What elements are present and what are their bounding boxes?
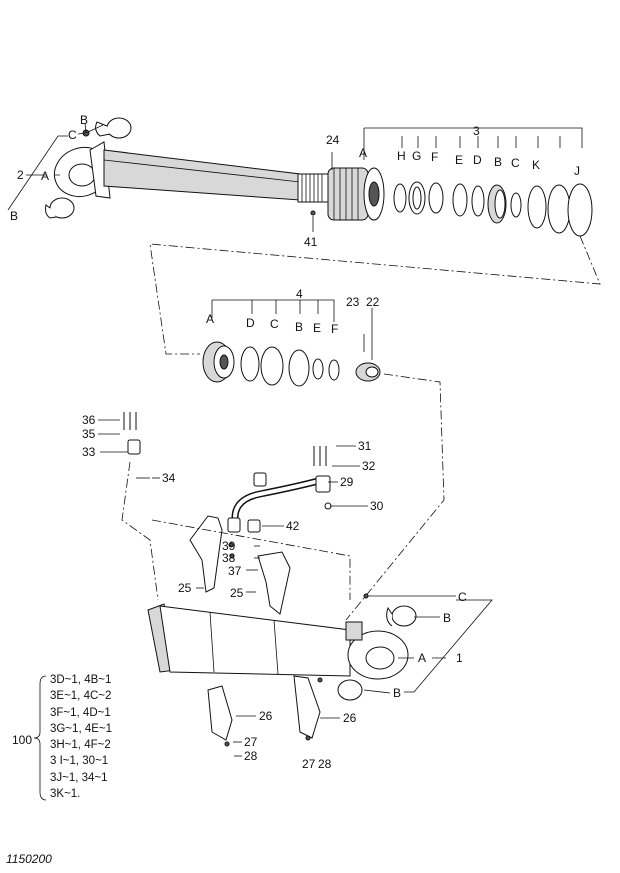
- callout-38: 38: [222, 551, 236, 565]
- callout-36: 36: [82, 413, 96, 427]
- clamps: [151, 515, 351, 747]
- callout-37: 37: [228, 564, 242, 578]
- letter-rod-b-bottom: B: [10, 209, 18, 223]
- callout-22: 22: [366, 295, 380, 309]
- callout-1: 1: [456, 651, 463, 665]
- callout-26-right: 26: [343, 711, 357, 725]
- kit4-letter-d: D: [246, 316, 255, 330]
- callout-2: 2: [17, 168, 24, 182]
- tube-letter-a: A: [418, 651, 426, 665]
- kit-list-number: 100: [12, 733, 33, 747]
- callout-35: 35: [82, 427, 96, 441]
- kit3-letter-b: B: [494, 155, 502, 169]
- letter-rod-a: A: [41, 169, 49, 183]
- callout-25-left: 25: [178, 581, 192, 595]
- callout-27-left: 27: [244, 735, 258, 749]
- kit-list-row: 3K~1.: [50, 788, 81, 801]
- tube-letter-b-top: B: [443, 611, 451, 625]
- kit-list-row: 3G~1, 4E~1: [50, 722, 113, 735]
- kit-list-row: 3D~1, 4B~1: [50, 674, 112, 686]
- callout-3: 3: [473, 124, 480, 138]
- kit-list-row: 3 I~1, 30~1: [50, 755, 109, 768]
- kit-list-row: 3J~1, 34~1: [50, 771, 108, 784]
- letter-rod-b-top: B: [80, 113, 88, 127]
- callout-26-left: 26: [259, 709, 273, 723]
- kit4-letter-b: B: [295, 320, 303, 334]
- kit3-letter-j: J: [574, 164, 580, 178]
- kit4-letter-f: F: [331, 322, 338, 336]
- kit3-letter-k: K: [532, 158, 540, 172]
- callout-39: 39: [222, 539, 236, 553]
- pipe-assembly: [121, 412, 332, 601]
- kit4-letter-c: C: [270, 317, 279, 331]
- callout-25-right: 25: [230, 586, 244, 600]
- kit4-letter-e: E: [313, 321, 321, 335]
- kit-list-row: 3F~1, 4D~1: [50, 706, 111, 719]
- kit-list-brace: [33, 675, 47, 801]
- callout-28-left: 28: [244, 749, 258, 763]
- seal-kit-4: [202, 299, 381, 387]
- callout-32: 32: [362, 459, 376, 473]
- kit3-letter-h: H: [397, 149, 406, 163]
- callout-33: 33: [82, 445, 96, 459]
- callout-24: 24: [326, 133, 340, 147]
- cylinder-tube: [147, 593, 417, 701]
- callout-27-right: 27: [302, 757, 316, 771]
- assembly-link-1: [149, 235, 601, 355]
- callout-labels: 2 A C B B 24 41 3 A H G F E D B C K J 4 …: [10, 113, 580, 771]
- kit3-letter-d: D: [473, 153, 482, 167]
- assembly-link-2: [345, 373, 445, 621]
- leaders-lower: [98, 419, 493, 757]
- leaders-upper: [7, 122, 333, 232]
- kit-list-row: 3E~1, 4C~2: [50, 690, 112, 703]
- callout-28-right: 28: [318, 757, 332, 771]
- callout-4: 4: [296, 287, 303, 301]
- kit3-letter-e: E: [455, 153, 463, 167]
- letter-rod-c: C: [68, 128, 77, 142]
- tube-letter-b-bottom: B: [393, 686, 401, 700]
- tube-letter-c: C: [458, 590, 467, 604]
- kit4-letter-a: A: [206, 312, 214, 326]
- callout-23: 23: [346, 295, 360, 309]
- piston-rod-assembly: [45, 117, 385, 221]
- figure-id: 1150200: [6, 852, 52, 866]
- callout-30: 30: [370, 499, 384, 513]
- kit-list-row: 3H~1, 4F~2: [50, 739, 111, 752]
- kit-list: 3D~1, 4B~1 3E~1, 4C~2 3F~1, 4D~1 3G~1, 4…: [50, 672, 250, 802]
- kit3-letter-a: A: [359, 146, 367, 160]
- kit3-letter-c: C: [511, 156, 520, 170]
- kit3-letter-f: F: [431, 150, 438, 164]
- callout-34: 34: [162, 471, 176, 485]
- callout-42: 42: [286, 519, 300, 533]
- callout-31: 31: [358, 439, 372, 453]
- kit3-letter-g: G: [412, 149, 421, 163]
- seal-kit-3: [363, 127, 593, 237]
- callout-29: 29: [340, 475, 354, 489]
- callout-41: 41: [304, 235, 318, 249]
